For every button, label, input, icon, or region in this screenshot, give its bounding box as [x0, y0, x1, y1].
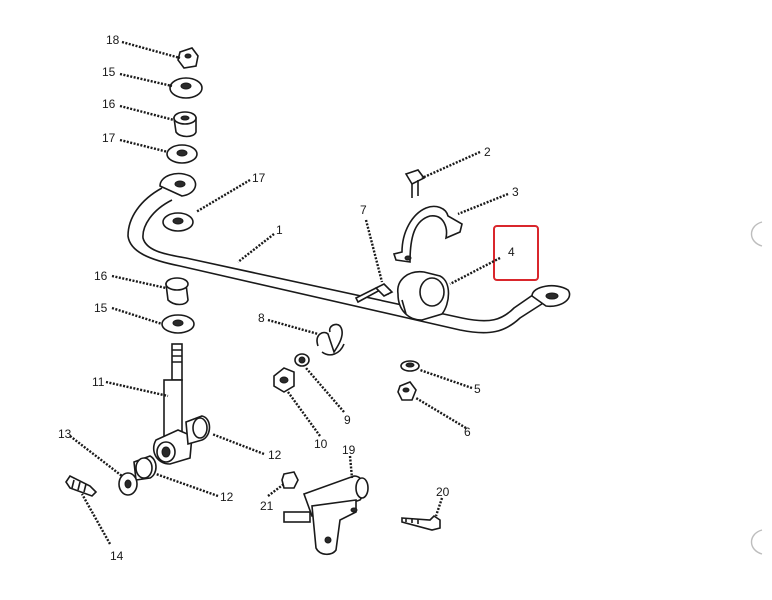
bolt-7 [354, 283, 394, 304]
callout-20: 20 [436, 485, 450, 499]
washer-13 [118, 472, 138, 496]
callout-10: 10 [314, 437, 328, 451]
callout-19: 19 [342, 443, 356, 457]
callout-13: 13 [58, 427, 72, 441]
link-11 [152, 343, 193, 465]
callout-5: 5 [474, 382, 481, 396]
bolt-14 [65, 474, 98, 497]
clip-8 [316, 323, 345, 356]
bushing-4 [397, 270, 450, 321]
callout-18: 18 [106, 33, 120, 47]
callout-1: 1 [276, 223, 283, 237]
callout-16-lower: 16 [94, 269, 108, 283]
bolt-2 [404, 169, 426, 198]
bolt-20 [401, 514, 441, 531]
callout-17-left: 17 [102, 131, 116, 145]
callout-11: 11 [92, 375, 105, 389]
callout-12-lower: 12 [220, 490, 234, 504]
washer-17-lower [162, 212, 194, 232]
bushing-16-upper [173, 111, 197, 138]
callout-14: 14 [110, 549, 124, 563]
callout-2: 2 [484, 145, 491, 159]
callout-6: 6 [464, 425, 471, 439]
washer-15-upper [169, 77, 203, 99]
callout-8: 8 [258, 311, 265, 325]
callout-9: 9 [344, 413, 351, 427]
callout-12-right: 12 [268, 448, 282, 462]
bracket-19 [283, 475, 369, 556]
callout-7: 7 [360, 203, 367, 217]
bushing-16-lower [165, 277, 189, 306]
nut-21 [281, 471, 299, 489]
clamp-3 [392, 205, 463, 263]
washer-5 [400, 360, 420, 372]
leader-lines [69, 40, 509, 545]
highlight-box [493, 225, 539, 281]
washer-9 [294, 353, 310, 367]
bushing-12-right [185, 415, 211, 446]
washer-17-upper [166, 144, 198, 164]
bushing-12-left [133, 455, 157, 481]
nut-18 [177, 47, 199, 69]
washer-15-lower [161, 314, 195, 334]
callout-3: 3 [512, 185, 519, 199]
callout-15-lower: 15 [94, 301, 108, 315]
callout-16-upper: 16 [102, 97, 116, 111]
callout-21: 21 [260, 499, 274, 513]
nut-10 [273, 367, 295, 393]
nut-6 [397, 381, 417, 401]
callout-17-right: 17 [252, 171, 266, 185]
binder-marks [750, 221, 763, 555]
stabilizer-bar [127, 172, 571, 334]
callout-labels: 18 15 16 17 17 1 2 3 4 7 8 9 10 5 6 16 1… [58, 33, 519, 563]
callout-4: 4 [508, 245, 515, 259]
callout-15-upper: 15 [102, 65, 116, 79]
